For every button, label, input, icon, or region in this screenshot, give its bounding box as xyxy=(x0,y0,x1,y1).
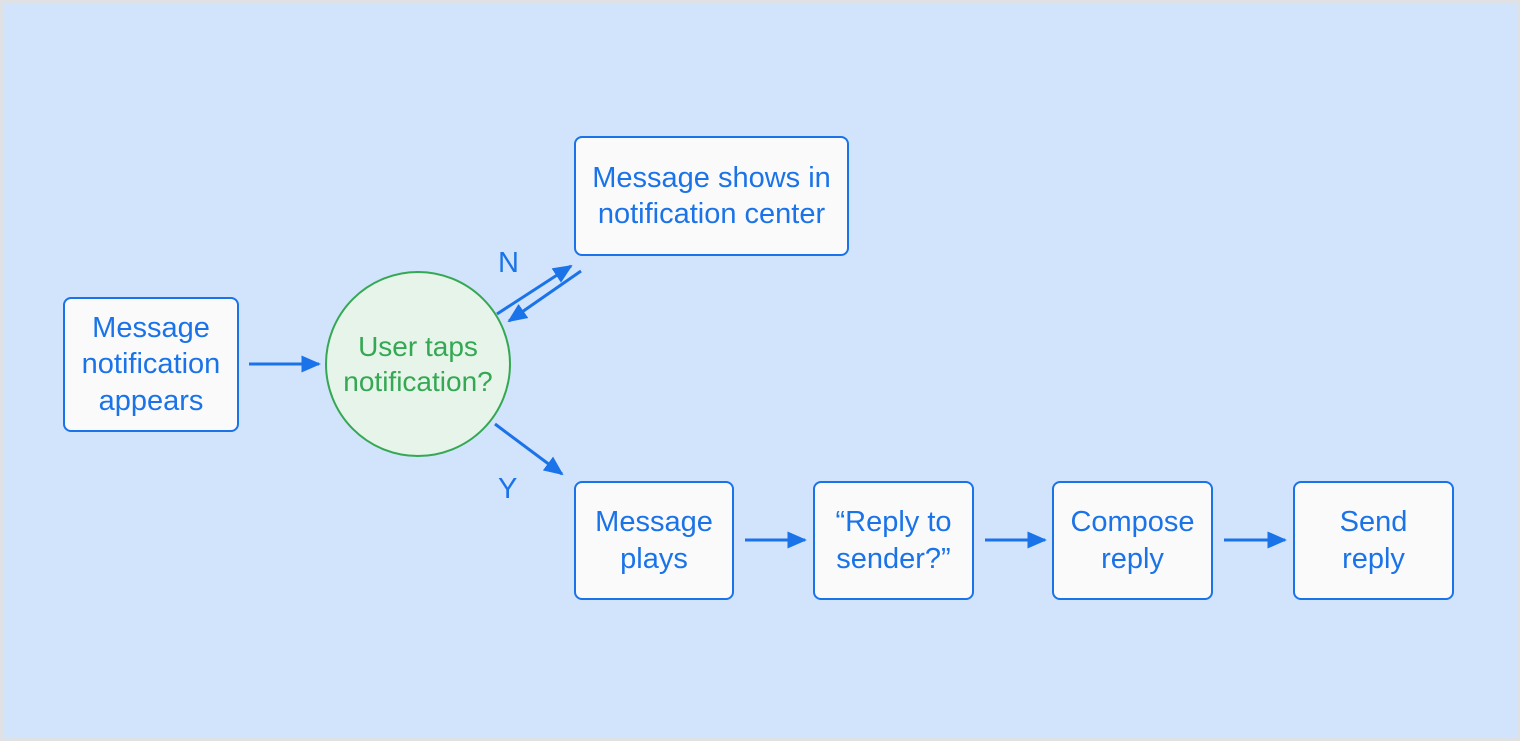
edge-label-branch-n: N xyxy=(498,247,519,279)
node-user-taps-notification[interactable]: User taps notification? xyxy=(325,271,511,457)
node-message-notification-appears[interactable]: Message notification appears xyxy=(63,297,239,432)
connector-decision-to-message-plays xyxy=(494,422,564,476)
node-send-reply[interactable]: Send reply xyxy=(1293,481,1454,600)
connector-notification-center-to-decision xyxy=(507,269,582,323)
node-reply-to-sender[interactable]: “Reply to sender?” xyxy=(813,481,974,600)
node-message-shows-in-notification-center[interactable]: Message shows in notification center xyxy=(574,136,849,256)
node-message-plays[interactable]: Message plays xyxy=(574,481,734,600)
edge-label-branch-y: Y xyxy=(498,473,518,505)
node-compose-reply[interactable]: Compose reply xyxy=(1052,481,1213,600)
